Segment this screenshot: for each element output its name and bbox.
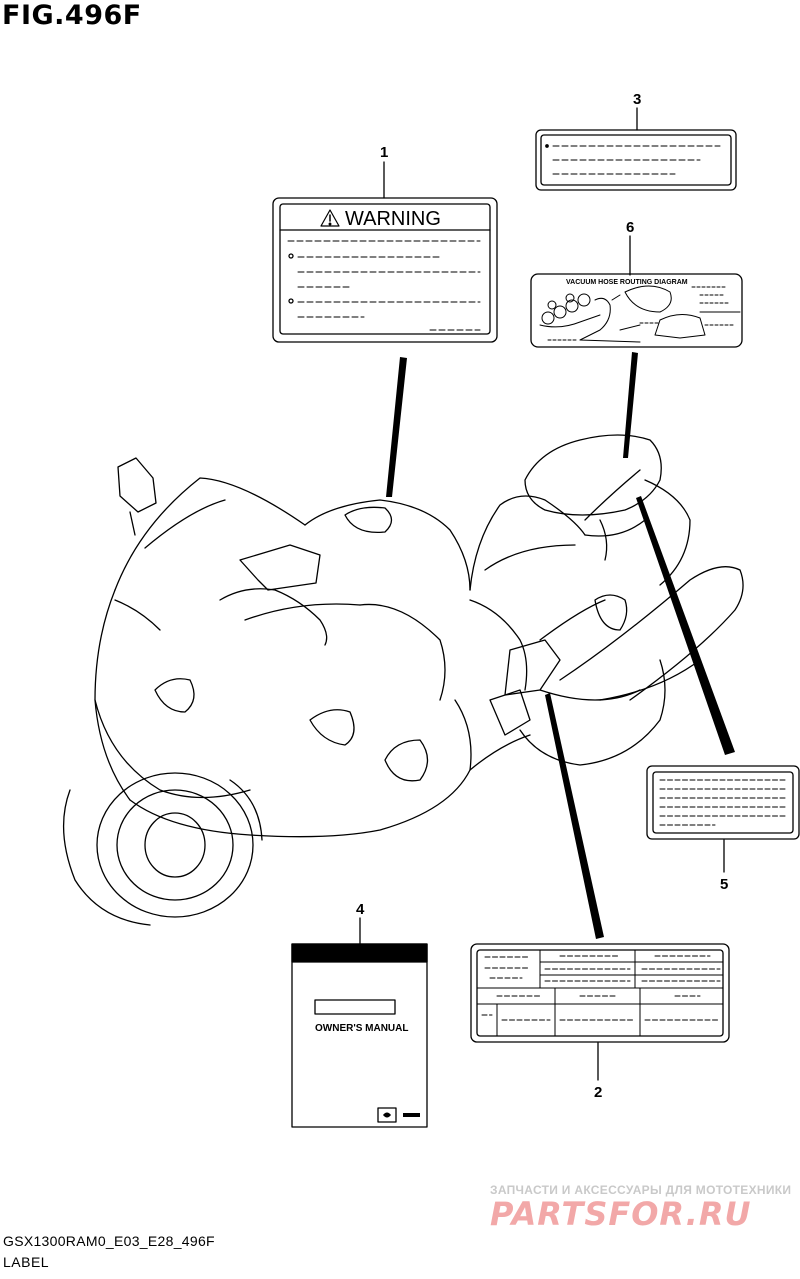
label-5 — [646, 765, 800, 840]
callout-4: 4 — [356, 901, 365, 918]
callout-3: 3 — [633, 91, 641, 108]
motorcycle-outline — [62, 434, 744, 926]
callout-1: 1 — [380, 144, 388, 161]
warning-label — [272, 197, 498, 343]
label-3 — [535, 129, 737, 191]
pointer-2 — [545, 693, 604, 939]
callout-2: 2 — [594, 1084, 602, 1101]
owners-manual-book — [291, 943, 428, 1128]
watermark-tagline: ЗАПЧАСТИ И АКСЕССУАРЫ ДЛЯ МОТОТЕХНИКИ — [490, 1183, 792, 1197]
callout-5: 5 — [720, 876, 728, 893]
callout-6: 6 — [626, 219, 634, 236]
warning-label-heading: WARNING — [345, 208, 441, 230]
vacuum-hose-label — [530, 273, 743, 348]
vacuum-diagram-title: VACUUM HOSE ROUTING DIAGRAM — [566, 279, 688, 286]
label-2-table — [470, 943, 730, 1043]
model-code: GSX1300RAM0_E03_E28_496F — [3, 1233, 215, 1249]
pointer-1 — [386, 357, 407, 497]
pointer-5 — [636, 496, 735, 755]
watermark-logo: PARTSFOR.RU — [490, 1195, 752, 1233]
pointer-6 — [623, 352, 638, 458]
owners-manual-title: OWNER'S MANUAL — [315, 1023, 408, 1034]
figure-title: FIG.496F — [2, 0, 142, 31]
section-name: LABEL — [3, 1254, 50, 1270]
